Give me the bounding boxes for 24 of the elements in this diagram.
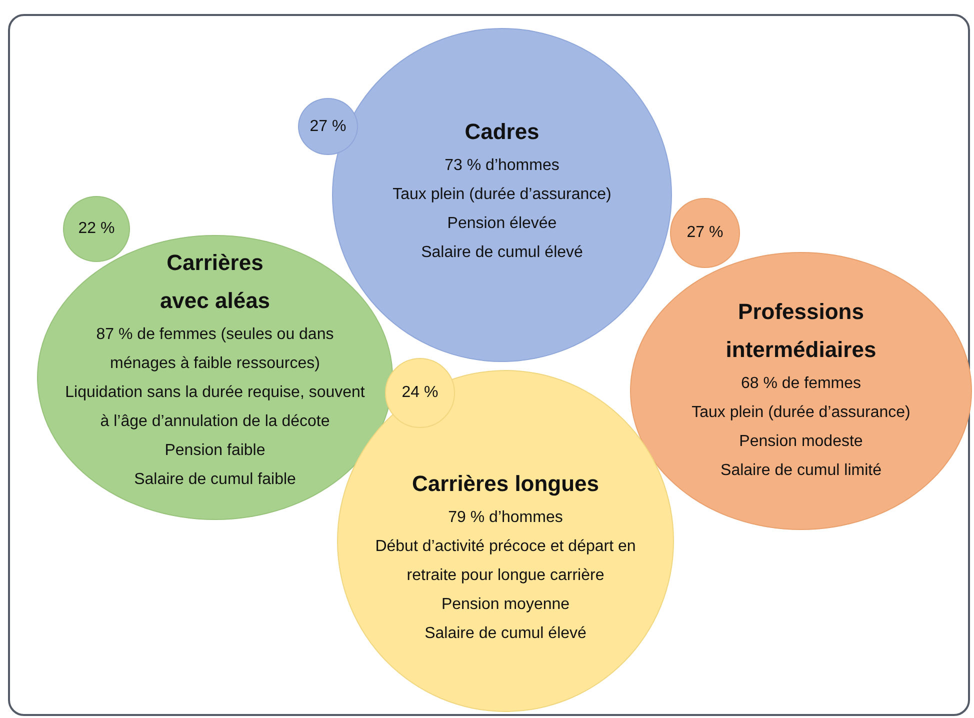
category-detail: Salaire de cumul limité: [720, 461, 882, 481]
percent-label: 24 %: [402, 384, 438, 402]
category-detail: Début d’activité précoce et départ en retraite pour longue carrière: [374, 537, 637, 586]
category-title: Professions intermédiaires: [724, 298, 878, 364]
category-detail: Pension élevée: [447, 214, 557, 234]
percent-label: 27 %: [310, 118, 346, 136]
category-detail: Taux plein (durée d’assurance): [392, 185, 612, 205]
category-detail: 79 % d’hommes: [448, 508, 563, 528]
category-detail: Pension faible: [164, 441, 266, 461]
category-detail: 68 % de femmes: [740, 374, 862, 394]
category-detail: Salaire de cumul faible: [134, 470, 296, 490]
category-title: Carrières avec aléas: [158, 249, 272, 315]
category-detail: Salaire de cumul élevé: [421, 243, 583, 263]
category-detail: Pension moyenne: [441, 595, 570, 615]
category-detail: Taux plein (durée d’assurance): [692, 403, 910, 423]
category-detail: 73 % d’hommes: [444, 156, 560, 176]
category-detail: 87 % de femmes (seules ou dans ménages à faible ressources): [95, 325, 335, 374]
category-title: Cadres: [464, 118, 540, 146]
percent-label: 27 %: [686, 224, 724, 242]
category-title: Carrières longues: [412, 470, 600, 498]
percent-label: 22 %: [78, 220, 115, 238]
category-detail: Pension modeste: [739, 432, 863, 452]
category-detail: Salaire de cumul élevé: [424, 624, 586, 644]
category-detail: Liquidation sans la durée requise, souvent à l’âge d’annulation de la décote: [65, 383, 365, 432]
